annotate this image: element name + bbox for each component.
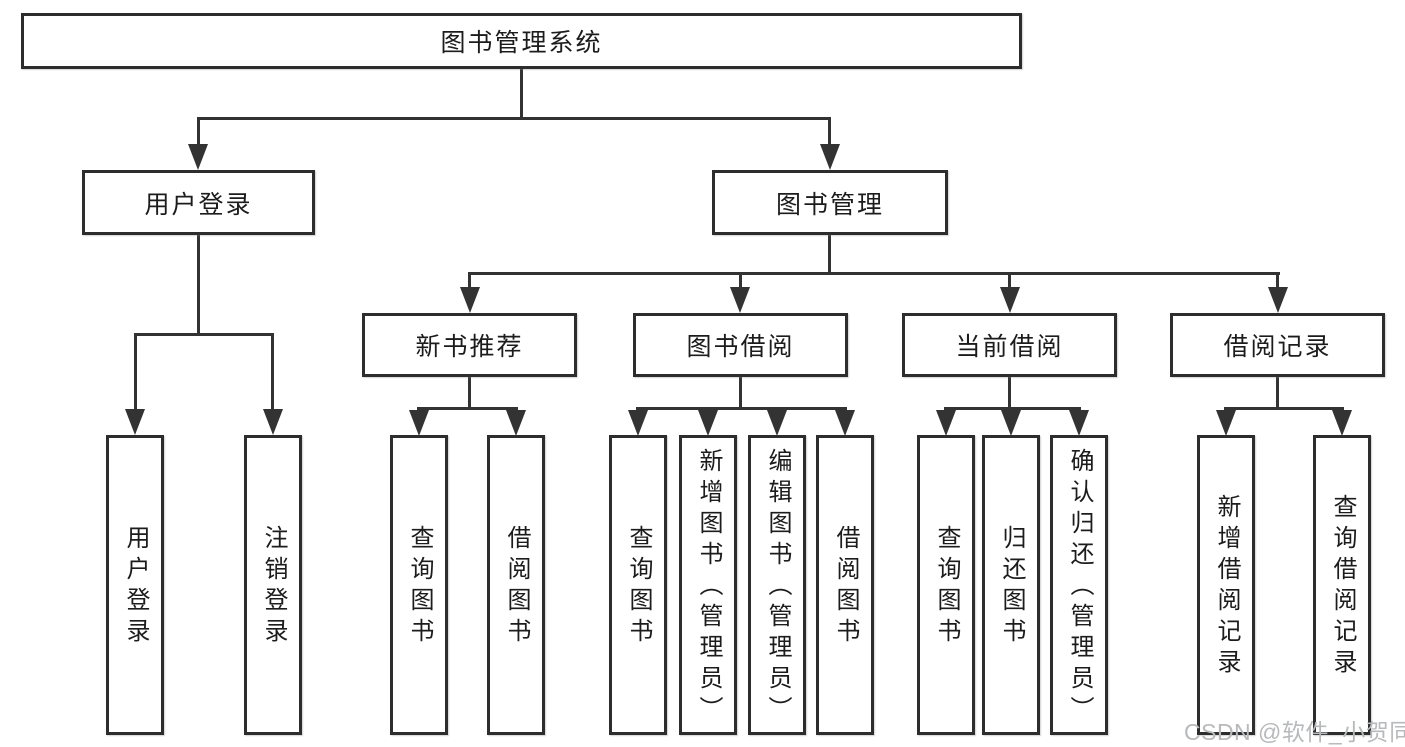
arrow-down (628, 410, 648, 436)
connector-line (134, 333, 137, 411)
leaf-cb-query-books: 查询图书 (917, 435, 975, 735)
leaf-bb-edit-books-admin: 编辑图书（管理员） (748, 435, 806, 735)
connector-line (1008, 376, 1011, 410)
connector-line (417, 407, 518, 410)
arrow-down (1000, 287, 1020, 313)
arrow-down (730, 287, 750, 313)
connector-line (739, 272, 742, 290)
node-current-borrow: 当前借阅 (902, 313, 1117, 377)
node-user-login: 用户登录 (82, 170, 315, 235)
connector-line (197, 117, 831, 120)
node-book-management: 图书管理 (712, 170, 948, 235)
connector-line (197, 117, 200, 145)
leaf-user-login: 用户登录 (106, 435, 164, 735)
leaf-bb-borrow-books: 借阅图书 (816, 435, 874, 735)
arrow-down (767, 410, 787, 436)
connector-line (520, 68, 523, 118)
arrow-down (263, 409, 283, 435)
connector-line (1224, 407, 1344, 410)
arrow-down (698, 410, 718, 436)
leaf-bb-query-books: 查询图书 (609, 435, 667, 735)
arrow-down (125, 409, 145, 435)
connector-line (1276, 272, 1279, 290)
node-new-book-recommend: 新书推荐 (362, 313, 577, 377)
arrow-down (1216, 410, 1236, 436)
connector-line (828, 117, 831, 145)
arrow-down (506, 410, 526, 436)
leaf-bb-add-books-admin: 新增图书（管理员） (679, 435, 737, 735)
connector-line (197, 233, 200, 334)
arrow-down (820, 144, 840, 170)
connector-line (271, 333, 274, 411)
arrow-down (936, 410, 956, 436)
arrow-down (1001, 410, 1021, 436)
connector-line (1276, 376, 1279, 410)
connector-line (468, 272, 471, 290)
leaf-cb-confirm-return-admin: 确认归还（管理员） (1050, 435, 1108, 735)
arrow-down (835, 410, 855, 436)
leaf-br-add-record: 新增借阅记录 (1197, 435, 1255, 735)
root-node: 图书管理系统 (21, 13, 1022, 69)
leaf-br-query-record: 查询借阅记录 (1313, 435, 1371, 735)
connector-line (468, 272, 1280, 275)
arrow-down (188, 144, 208, 170)
node-book-borrow: 图书借阅 (633, 313, 848, 377)
leaf-logout-login: 注销登录 (244, 435, 302, 735)
arrow-down (460, 287, 480, 313)
leaf-nb-query-books: 查询图书 (390, 435, 448, 735)
csdn-watermark: CSDN @软件_小贺同学 (1184, 719, 1405, 745)
arrow-down (1332, 410, 1352, 436)
connector-line (739, 376, 742, 410)
connector-line (828, 234, 831, 275)
connector-line (944, 407, 1081, 410)
connector-line (1008, 272, 1011, 290)
arrow-down (409, 410, 429, 436)
arrow-down (1268, 287, 1288, 313)
connector-line (468, 376, 471, 410)
connector-line (636, 407, 847, 410)
leaf-nb-borrow-books: 借阅图书 (487, 435, 545, 735)
leaf-cb-return-books: 归还图书 (982, 435, 1040, 735)
arrow-down (1069, 410, 1089, 436)
connector-line (134, 333, 274, 336)
node-borrow-records: 借阅记录 (1170, 313, 1385, 377)
